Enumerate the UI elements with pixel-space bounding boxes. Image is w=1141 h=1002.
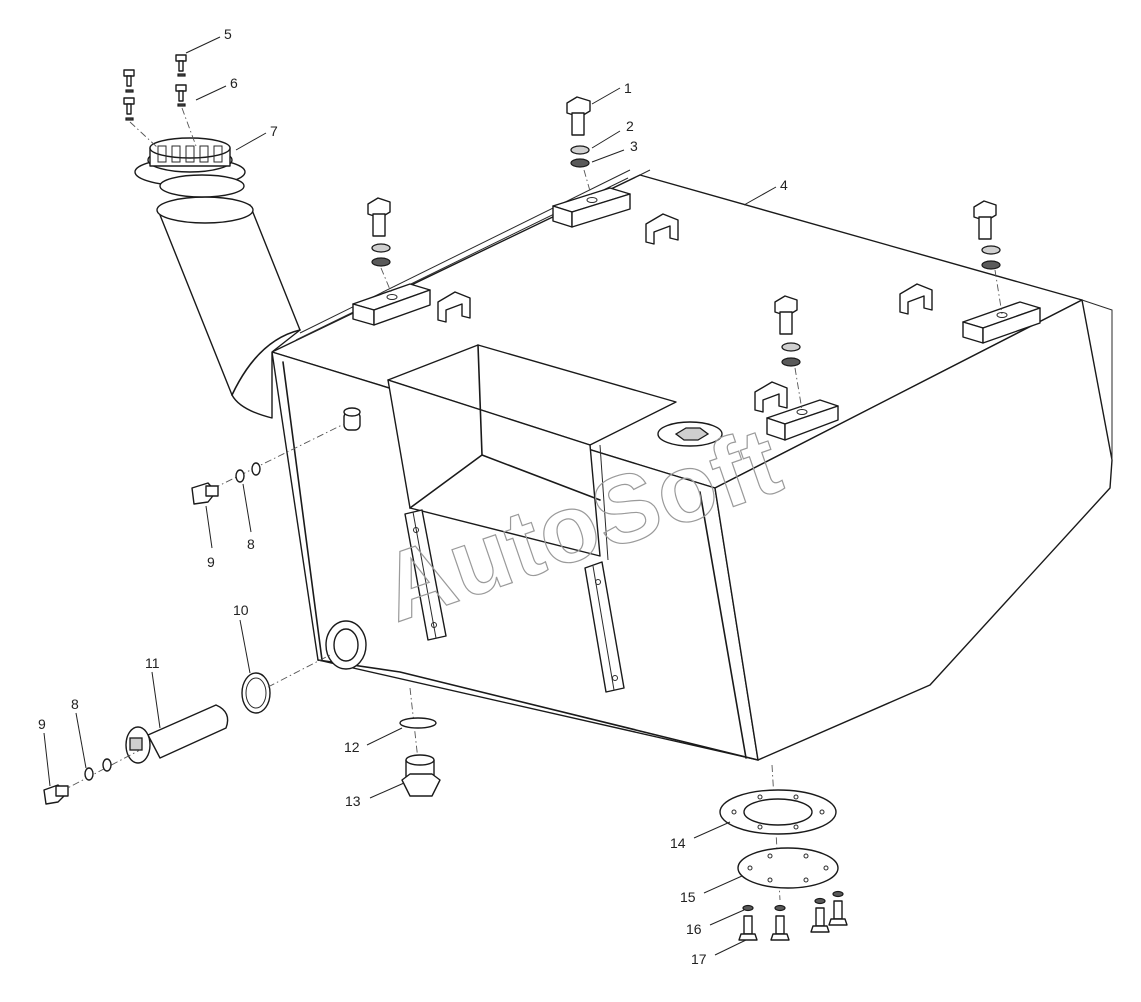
callout-12: 12 (344, 727, 403, 755)
callout-16: 16 (686, 909, 745, 937)
callout-7: 7 (235, 123, 278, 151)
front-mounting-straps (404, 509, 625, 693)
callout-6: 6 (195, 75, 238, 101)
callout-9-lower: 9 (38, 716, 51, 787)
callout-label: 10 (233, 602, 249, 618)
callout-label: 6 (230, 75, 238, 91)
callout-17: 17 (691, 939, 747, 967)
callout-label: 4 (780, 177, 788, 193)
cap-screws (123, 54, 197, 149)
callout-label: 9 (207, 554, 215, 570)
callout-2: 2 (591, 118, 634, 149)
callout-14: 14 (670, 821, 731, 851)
sender-cover-assembly (719, 764, 848, 941)
tank-recess (387, 344, 677, 561)
callout-label: 7 (270, 123, 278, 139)
bolt-b (973, 200, 1003, 315)
callout-label: 11 (145, 655, 160, 671)
callout-label: 8 (247, 536, 255, 552)
callout-9-upper: 9 (205, 505, 215, 570)
suction-filter (43, 620, 367, 805)
callout-3: 3 (591, 138, 638, 163)
filler-neck-pipe (156, 196, 301, 419)
sender-flange (657, 421, 723, 447)
callout-4: 4 (743, 177, 788, 206)
callout-label: 9 (38, 716, 46, 732)
callout-label: 1 (624, 80, 632, 96)
filler-cap-assembly (134, 137, 246, 198)
callout-label: 16 (686, 921, 702, 937)
callout-8-lower: 8 (71, 696, 87, 769)
upper-drain-plug (191, 407, 361, 505)
callout-1: 1 (591, 80, 632, 105)
bolt-c (774, 295, 803, 411)
bolt-1 (566, 96, 593, 199)
callout-label: 13 (345, 793, 361, 809)
callout-5: 5 (185, 26, 232, 54)
callout-15: 15 (680, 875, 743, 905)
callout-label: 8 (71, 696, 79, 712)
callout-label: 17 (691, 951, 707, 967)
callout-label: 14 (670, 835, 686, 851)
callout-label: 2 (626, 118, 634, 134)
callout-label: 12 (344, 739, 360, 755)
lifting-hooks (437, 213, 933, 413)
top-bolts (367, 96, 1003, 411)
callout-11: 11 (145, 655, 161, 729)
callout-label: 5 (224, 26, 232, 42)
callout-label: 15 (680, 889, 696, 905)
callout-label: 3 (630, 138, 638, 154)
callout-10: 10 (233, 602, 251, 674)
mounting-blocks (352, 187, 1041, 441)
callout-8-upper: 8 (242, 483, 255, 552)
bolt-a (367, 197, 392, 293)
bottom-drain-plug (399, 687, 441, 797)
callout-13: 13 (345, 782, 405, 809)
